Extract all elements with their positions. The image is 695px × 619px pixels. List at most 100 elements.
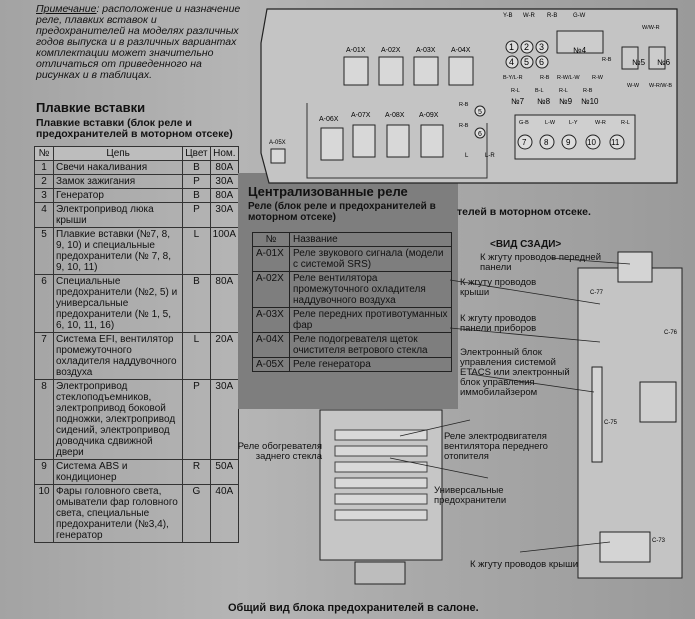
- svg-text:5: 5: [478, 109, 482, 116]
- svg-text:R-W: R-W: [592, 75, 604, 81]
- connector-labels: C-77 C-76 C-75 C-73: [590, 290, 678, 544]
- svg-text:5: 5: [524, 57, 529, 67]
- svg-text:R-B: R-B: [583, 88, 593, 94]
- col-rating: Ном.: [209, 146, 240, 161]
- svg-text:B-L: B-L: [535, 88, 544, 94]
- svg-text:Y-B: Y-B: [503, 13, 512, 19]
- svg-text:C-76: C-76: [664, 330, 678, 336]
- relay-label-a08x: A-08X: [385, 112, 405, 119]
- fuse-cell-circuit: Электропривод люка крыши: [52, 202, 184, 228]
- fuse-cell-color: B: [182, 274, 211, 333]
- col-no: №: [34, 146, 54, 161]
- svg-text:L-R: L-R: [485, 153, 495, 159]
- engine-box-caption: телей в моторном отсеке.: [457, 206, 591, 218]
- fuse-cell-color: P: [182, 174, 211, 189]
- fuse-row-top: 1 2 3 4 5 6: [505, 40, 549, 69]
- svg-text:6: 6: [539, 57, 544, 67]
- svg-text:C-73: C-73: [652, 538, 666, 544]
- fuse-cell-circuit: Специальные предохранители (№2, 5) и уни…: [52, 274, 184, 333]
- svg-text:R-B: R-B: [540, 75, 550, 81]
- note-text: : расположение и назначение реле, плавки…: [36, 3, 241, 81]
- svg-text:C-77: C-77: [590, 290, 604, 296]
- fuse-cell-rating: 50A: [209, 459, 240, 485]
- svg-text:9: 9: [566, 138, 571, 147]
- svg-text:W-R: W-R: [595, 120, 606, 126]
- svg-text:3: 3: [539, 42, 544, 52]
- fuse-cell-color: L: [182, 332, 211, 380]
- small-fuse-group: R-B 5 6 R-B L L-R: [459, 102, 495, 159]
- svg-text:№7: №7: [511, 97, 525, 106]
- fuse-cell-rating: 30A: [209, 202, 240, 228]
- svg-text:R-B: R-B: [459, 123, 469, 129]
- fuse-cell-color: L: [182, 227, 211, 275]
- fuse-cell-rating: 20A: [209, 332, 240, 380]
- relay-label-a07x: A-07X: [351, 112, 371, 119]
- relay-label-a01x: A-01X: [346, 47, 366, 54]
- fuse-cell-rating: 30A: [209, 174, 240, 189]
- fuse-cell-circuit: Замок зажигания: [52, 174, 184, 189]
- front-panel-label: К жгуту проводов передней панели: [480, 252, 601, 273]
- fuse-cell-no: 1: [34, 160, 54, 175]
- fuse-cell-rating: 80A: [209, 274, 240, 333]
- relay-cell-name: Реле генератора: [289, 357, 452, 372]
- fuse-cell-color: P: [182, 202, 211, 228]
- col-circuit: Цепь: [52, 146, 184, 161]
- svg-text:№4: №4: [573, 46, 587, 55]
- svg-text:№5: №5: [632, 58, 646, 67]
- relay-cell-name: Реле передних противотуманных фар: [289, 307, 452, 333]
- cabin-fusebox-diagram: C-77 C-76 C-75 C-73: [319, 251, 683, 585]
- relay-col-no: №: [252, 232, 290, 247]
- electronic-unit-label: Электронный блок управления системой ETA…: [460, 347, 570, 398]
- cabin-box-caption: Общий вид блока предохранителей в салоне…: [228, 602, 479, 614]
- fuse-cell-circuit: Генератор: [52, 188, 184, 203]
- fuses-subheading: Плавкие вставки (блок реле и предохранит…: [36, 117, 233, 140]
- svg-text:10: 10: [587, 138, 596, 147]
- fuse-cell-no: 8: [34, 379, 54, 460]
- fuse-cell-circuit: Электропривод стеклоподъемников, электро…: [52, 379, 184, 460]
- special-fuses: №4 №5 №6 №7 №8 №9 №10: [511, 30, 671, 106]
- svg-text:R-L: R-L: [621, 120, 630, 126]
- relay-cell-no: A-02X: [252, 271, 290, 308]
- svg-text:C-75: C-75: [604, 420, 618, 426]
- universal-fuses-label: Универсальные предохранители: [434, 485, 507, 506]
- svg-text:11: 11: [611, 138, 620, 147]
- fuse-cell-rating: 30A: [209, 379, 240, 460]
- svg-text:W-R/W-B: W-R/W-B: [649, 83, 672, 89]
- svg-text:L-W: L-W: [545, 120, 556, 126]
- svg-text:R-L: R-L: [559, 88, 568, 94]
- fuse-cell-rating: 80A: [209, 160, 240, 175]
- fuse-cell-rating: 100A: [209, 227, 240, 275]
- roof-wire-label: К жгуту проводов крыши: [460, 277, 537, 298]
- fuse-cell-rating: 40A: [209, 484, 240, 543]
- relay-block-row-bottom: A-06X A-07X A-08X A-09X A-05X: [269, 112, 444, 164]
- engine-fusebox-diagram: A-01X A-02X A-03X A-04X A-06X A-07X A-08…: [260, 8, 678, 184]
- fuse-cell-color: R: [182, 459, 211, 485]
- svg-text:W-W: W-W: [627, 83, 640, 89]
- col-color: Цвет: [182, 146, 211, 161]
- svg-text:L: L: [465, 153, 469, 159]
- fuse-cell-no: 7: [34, 332, 54, 380]
- svg-text:№8: №8: [537, 97, 551, 106]
- fuse-cell-no: 6: [34, 274, 54, 333]
- svg-text:R-B: R-B: [547, 13, 557, 19]
- relay-block-row-top: A-01X A-02X A-03X A-04X: [343, 47, 474, 86]
- fuse-cell-color: B: [182, 160, 211, 175]
- relay-cell-name: Реле звукового сигнала (модели с системо…: [289, 246, 452, 272]
- svg-text:4: 4: [509, 57, 514, 67]
- relay-cell-name: Реле подогревателя щеток очистителя ветр…: [289, 332, 452, 358]
- relay-panel: Централизованные реле Реле (блок реле и …: [238, 173, 458, 409]
- rear-heater-relay-label: Реле обогревателя заднего стекла: [237, 441, 322, 462]
- svg-text:№9: №9: [559, 97, 573, 106]
- fuse-cell-circuit: Система ABS и кондиционер: [52, 459, 184, 485]
- relay-subheading: Реле (блок реле и предохранителей в мото…: [248, 201, 436, 223]
